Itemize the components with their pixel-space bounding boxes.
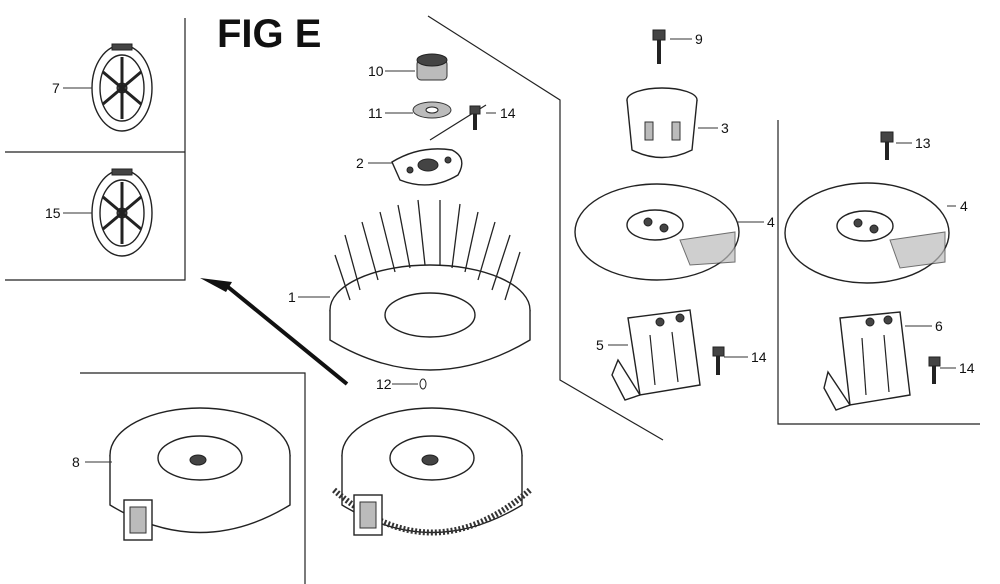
part-5-bracket [611, 309, 701, 401]
part-15-pulley [91, 168, 153, 257]
callout-4-right: 4 [960, 198, 968, 214]
callout-11: 11 [368, 105, 383, 121]
part-1-fan [329, 199, 531, 371]
callout-14-center: 14 [500, 105, 516, 121]
callout-13: 13 [915, 135, 931, 151]
callout-9: 9 [695, 31, 703, 47]
part-flywheel-ring-gear [332, 407, 532, 536]
callout-14-middle: 14 [751, 349, 767, 365]
part-11-washer [412, 101, 452, 119]
part-10-nut [416, 53, 448, 81]
callout-labels: 7 15 10 11 14 2 1 12 9 3 4 5 14 13 4 6 1… [45, 31, 975, 470]
bolt-14-center [469, 105, 481, 130]
callout-15: 15 [45, 205, 61, 221]
bolt-9 [652, 29, 666, 64]
callout-6: 6 [935, 318, 943, 334]
part-4-disc-left [574, 183, 740, 281]
bolt-13 [880, 131, 894, 160]
part-2-plate [391, 148, 463, 186]
bolt-14-middle [712, 346, 725, 375]
part-6-bracket [823, 311, 911, 411]
callout-5: 5 [596, 337, 604, 353]
part-12-pin [419, 378, 427, 390]
part-7-pulley [91, 43, 153, 132]
callout-1: 1 [288, 289, 296, 305]
figure-title: FIG E [217, 12, 321, 56]
callout-10: 10 [368, 63, 384, 79]
callout-12: 12 [376, 376, 392, 392]
bolt-14-right [928, 356, 941, 384]
leader-lines [63, 38, 956, 463]
callout-14-right: 14 [959, 360, 975, 376]
direction-arrow [200, 278, 349, 386]
callout-4-left: 4 [767, 214, 775, 230]
callout-3: 3 [721, 120, 729, 136]
frame-lines [5, 15, 980, 584]
callout-7: 7 [52, 80, 60, 96]
callout-8: 8 [72, 454, 80, 470]
part-3-cup [626, 87, 698, 159]
part-8-flywheel [109, 407, 291, 541]
part-4-disc-right [784, 182, 950, 284]
callout-2: 2 [356, 155, 364, 171]
